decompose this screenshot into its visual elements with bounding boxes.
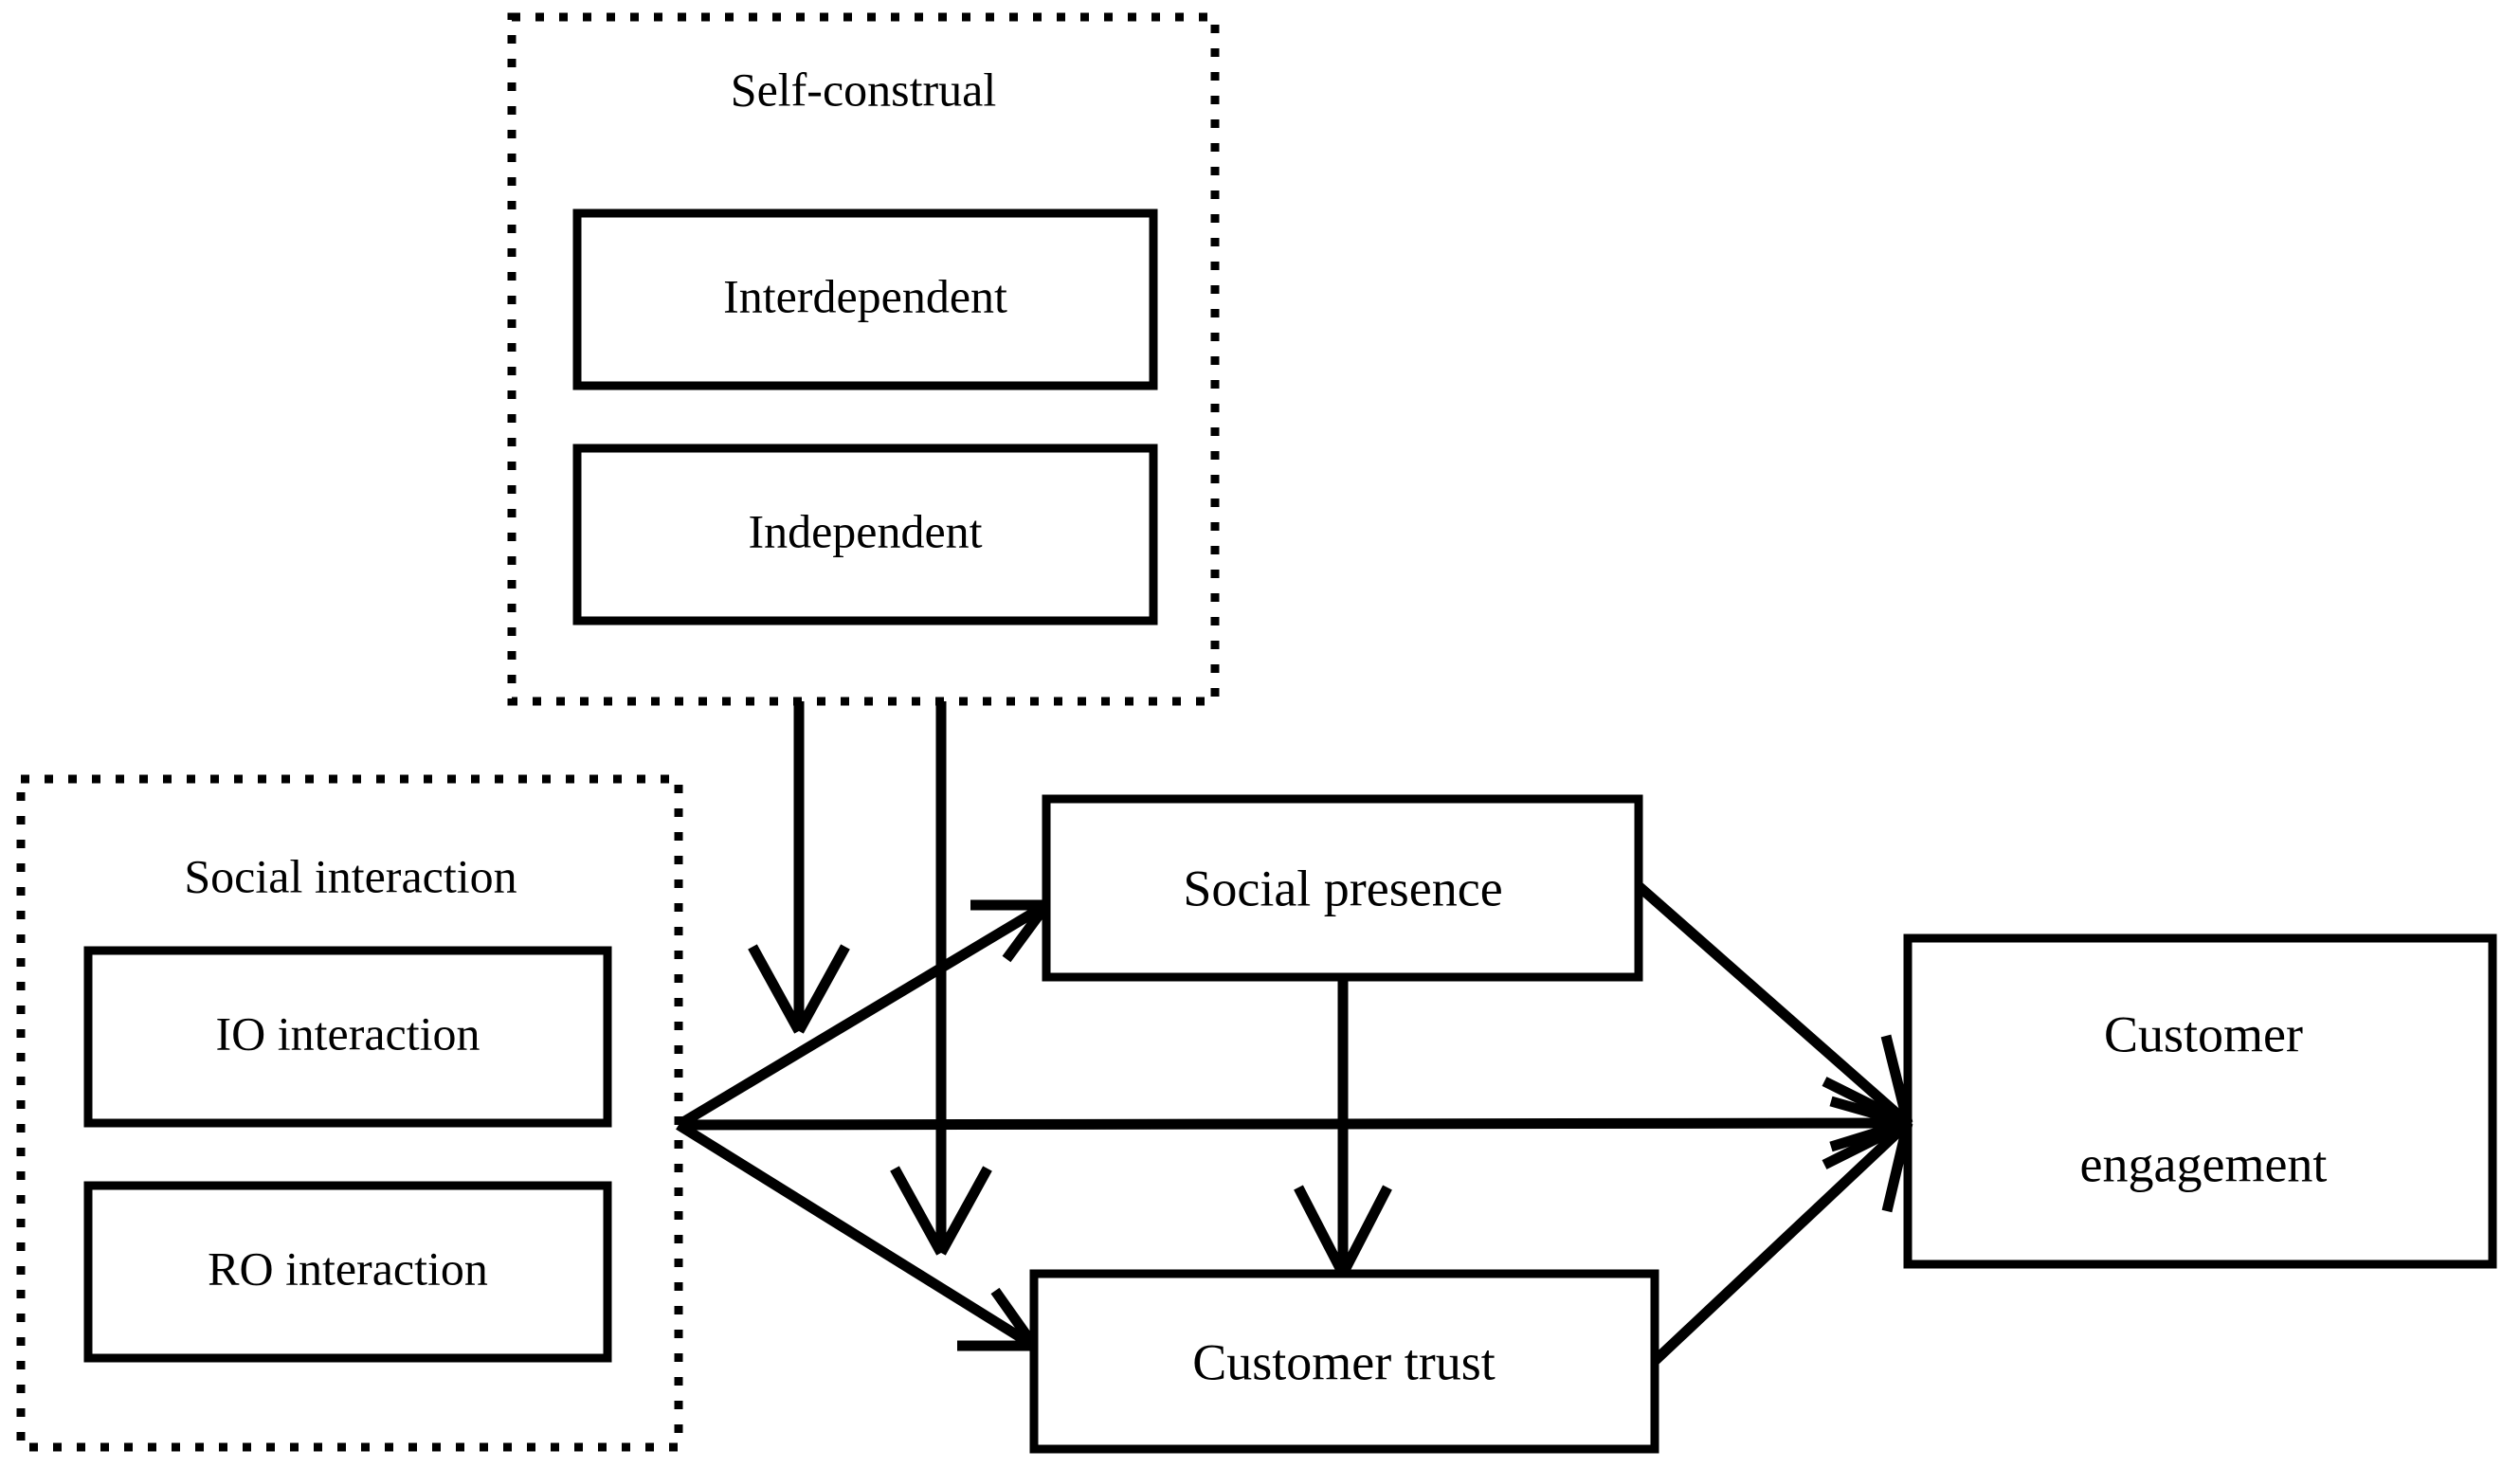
edge-customer-trust-to-customer-engagement xyxy=(1651,1117,1913,1366)
box-io-interaction[interactable] xyxy=(83,946,612,1128)
edge-self-construal-moderator-2 xyxy=(890,701,992,1256)
edge-line-ct-ce xyxy=(1651,1118,1912,1366)
box-interdependent[interactable] xyxy=(572,208,1158,390)
edge-line-si-ce xyxy=(678,1117,1909,1131)
edge-social-presence-to-customer-trust xyxy=(1294,977,1392,1277)
edge-social-interaction-to-customer-engagement xyxy=(678,1077,1911,1169)
self-construal-title: Self-construal xyxy=(731,63,996,116)
edge-line-si-sp xyxy=(676,900,1049,1130)
arrow-head-sp-ce xyxy=(1829,1034,1913,1129)
arrow-head-ct-ce xyxy=(1829,1117,1913,1213)
social-interaction-title: Social interaction xyxy=(184,849,517,902)
edge-social-interaction-to-social-presence xyxy=(676,899,1051,1130)
box-customer-engagement-label-line2: engagement xyxy=(2080,1135,2328,1192)
arrow-head-sc-mod2 xyxy=(890,1166,992,1256)
group-social-interaction: Social interaction IO interaction RO int… xyxy=(16,774,683,1452)
box-customer-trust-label: Customer trust xyxy=(1192,1333,1496,1390)
box-independent[interactable] xyxy=(572,444,1158,625)
box-interdependent-label: Interdependent xyxy=(723,269,1007,322)
node-customer-engagement: Customer engagement xyxy=(1903,933,2497,1269)
box-ro-interaction-label: RO interaction xyxy=(208,1241,488,1295)
box-customer-engagement-label-line1: Customer xyxy=(2104,1006,2303,1062)
arrow-head-si-sp xyxy=(970,899,1051,963)
arrow-head-sp-ct xyxy=(1294,1185,1392,1277)
arrow-head-si-ct xyxy=(957,1287,1039,1351)
node-customer-trust: Customer trust xyxy=(1029,1269,1659,1454)
edge-line-si-ct xyxy=(676,1120,1037,1350)
self-construal-dotted-border xyxy=(507,12,1220,706)
node-social-presence: Social presence xyxy=(1042,794,1643,982)
box-social-presence-label: Social presence xyxy=(1183,860,1502,916)
box-ro-interaction[interactable] xyxy=(83,1181,612,1363)
box-independent-label: Independent xyxy=(748,504,982,557)
edge-self-construal-moderator-1 xyxy=(748,701,850,1034)
box-customer-trust[interactable] xyxy=(1029,1269,1659,1454)
box-customer-engagement[interactable] xyxy=(1903,933,2497,1269)
group-self-construal: Self-construal Interdependent Independen… xyxy=(507,12,1220,706)
box-io-interaction-label: IO interaction xyxy=(215,1006,480,1060)
edge-social-presence-to-customer-engagement xyxy=(1635,881,1913,1129)
edge-social-interaction-to-customer-trust xyxy=(676,1120,1039,1351)
arrow-head-sc-mod1 xyxy=(748,944,850,1034)
edge-line-sp-ce xyxy=(1635,881,1912,1128)
